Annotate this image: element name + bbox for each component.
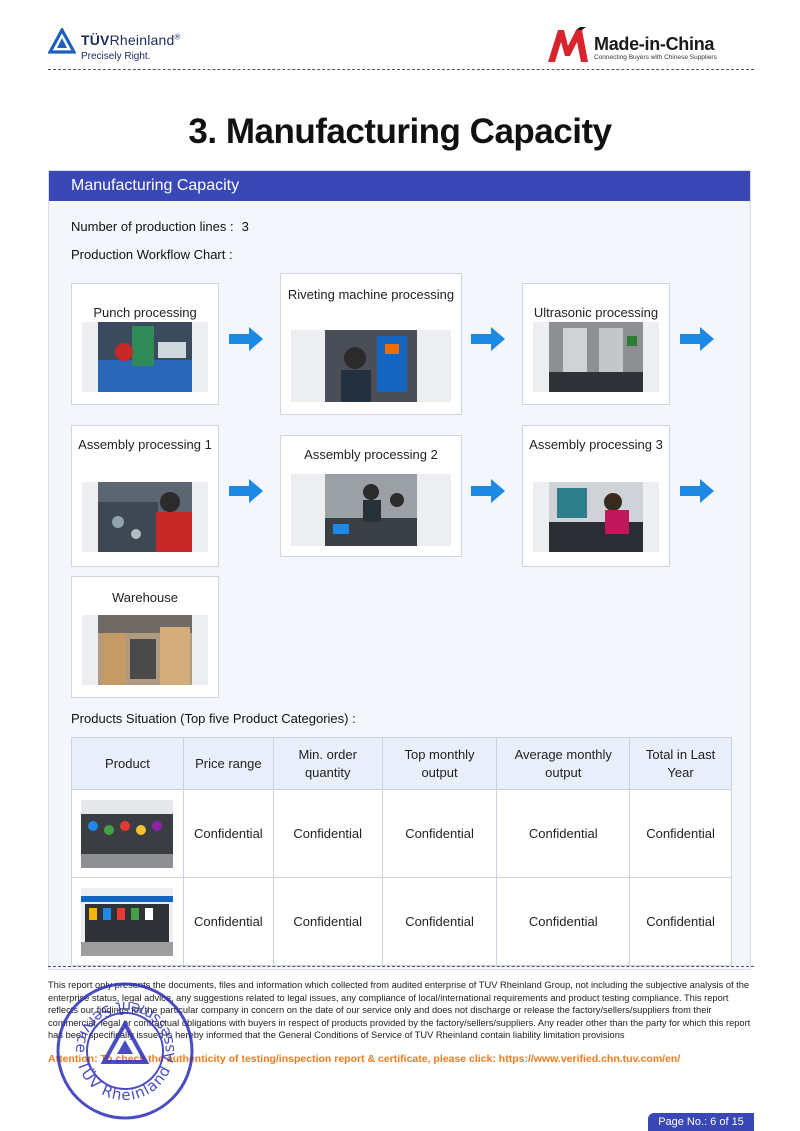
- product-photo-icon: [81, 799, 174, 868]
- workflow-chart-label: Production Workflow Chart :: [71, 247, 233, 262]
- workflow-photo: [291, 330, 451, 402]
- workflow-step-label: Assembly processing 2: [304, 447, 438, 462]
- workflow-arrow-icon: [471, 479, 505, 503]
- disclaimer-text: This report only presents the documents,…: [48, 980, 751, 1040]
- total-last-year-cell: Confidential: [629, 877, 732, 966]
- column-header-price-range: Price range: [182, 737, 274, 790]
- workflow-photo: [533, 482, 659, 552]
- workflow-step-assembly-2: Assembly processing 2: [280, 435, 462, 557]
- top-monthly-cell: Confidential: [381, 877, 498, 966]
- workflow-step-assembly-1: Assembly processing 1: [71, 425, 219, 567]
- min-order-cell: Confidential: [272, 789, 383, 878]
- workflow-arrow-icon: [680, 479, 714, 503]
- workflow-step-label: Assembly processing 1: [78, 437, 212, 452]
- workflow-step-label: Punch processing: [93, 305, 197, 320]
- products-table: Product Price range Min. order quantity …: [71, 737, 732, 966]
- column-header-product: Product: [71, 737, 184, 790]
- tuv-tagline: Precisely Right.: [81, 51, 151, 62]
- workflow-step-assembly-3: Assembly processing 3: [522, 425, 670, 567]
- workflow-arrow-icon: [471, 327, 505, 351]
- column-header-top-monthly: Top monthly output: [381, 737, 498, 790]
- average-monthly-cell: Confidential: [496, 877, 631, 966]
- workflow-photo: [533, 322, 659, 392]
- column-header-min-order: Min. order quantity: [272, 737, 383, 790]
- assembly-1-photo-icon: [98, 482, 192, 552]
- made-in-china-brand: Made-in-China: [594, 34, 715, 54]
- table-row: Confidential Confidential Confidential C…: [71, 789, 732, 878]
- price-range-cell: Confidential: [182, 877, 274, 966]
- page-title: 3. Manufacturing Capacity: [188, 112, 612, 151]
- workflow-photo: [82, 322, 208, 392]
- made-in-china-logo-block: Made-in-China Connecting Buyers with Chi…: [546, 26, 746, 66]
- production-lines-label: Number of production lines :: [71, 219, 234, 234]
- workflow-step-label: Riveting machine processing: [287, 287, 455, 302]
- total-last-year-cell: Confidential: [629, 789, 732, 878]
- workflow-photo: [291, 474, 451, 546]
- average-monthly-cell: Confidential: [496, 789, 631, 878]
- product-image-cell: [71, 877, 184, 966]
- made-in-china-tagline: Connecting Buyers with Chinese Suppliers: [594, 54, 717, 61]
- column-header-total-last-year: Total in Last Year: [629, 737, 732, 790]
- workflow-step-warehouse: Warehouse: [71, 576, 219, 698]
- table-row: Confidential Confidential Confidential C…: [71, 877, 732, 966]
- top-monthly-cell: Confidential: [381, 789, 498, 878]
- workflow-step-label: Assembly processing 3: [529, 437, 663, 452]
- assessment-service-stamp-icon: TÜV Rheinland Assessment Service: [56, 982, 194, 1120]
- page-number-badge: Page No.: 6 of 15: [648, 1113, 754, 1131]
- section-heading: Manufacturing Capacity: [49, 171, 750, 201]
- table-header-row: Product Price range Min. order quantity …: [71, 737, 732, 790]
- assembly-3-photo-icon: [549, 482, 643, 552]
- price-range-cell: Confidential: [182, 789, 274, 878]
- workflow-step-label: Warehouse: [112, 590, 178, 605]
- verification-notice[interactable]: Attention: To check the authenticity of …: [48, 1053, 681, 1065]
- products-situation-label: Products Situation (Top five Product Cat…: [71, 711, 356, 726]
- product-image-cell: [71, 789, 184, 878]
- workflow-step-punch: Punch processing: [71, 283, 219, 405]
- ultrasonic-photo-icon: [549, 322, 643, 392]
- product-photo-icon: [81, 887, 174, 956]
- punch-photo-icon: [98, 322, 192, 392]
- made-in-china-m-icon: [548, 27, 588, 62]
- workflow-arrow-icon: [229, 327, 263, 351]
- workflow-arrow-icon: [680, 327, 714, 351]
- page-header: TÜVRheinland® Precisely Right. Made-in-C…: [48, 26, 754, 70]
- assembly-2-photo-icon: [325, 474, 417, 546]
- tuv-brand: TÜVRheinland®: [81, 32, 181, 48]
- riveting-photo-icon: [325, 330, 417, 402]
- column-header-average-monthly: Average monthly output: [496, 737, 631, 790]
- production-lines-value: 3: [241, 219, 249, 234]
- manufacturing-capacity-section: Manufacturing Capacity Number of product…: [48, 170, 751, 970]
- workflow-step-riveting: Riveting machine processing: [280, 273, 462, 415]
- workflow-step-label: Ultrasonic processing: [533, 305, 659, 320]
- min-order-cell: Confidential: [272, 877, 383, 966]
- workflow-photo: [82, 482, 208, 552]
- workflow-arrow-icon: [229, 479, 263, 503]
- tuv-triangle-icon: [48, 28, 76, 54]
- warehouse-photo-icon: [98, 615, 192, 685]
- workflow-step-ultrasonic: Ultrasonic processing: [522, 283, 670, 405]
- workflow-photo: [82, 615, 208, 685]
- production-lines-row: Number of production lines : 3: [71, 219, 249, 234]
- page-footer: This report only presents the documents,…: [48, 966, 754, 1065]
